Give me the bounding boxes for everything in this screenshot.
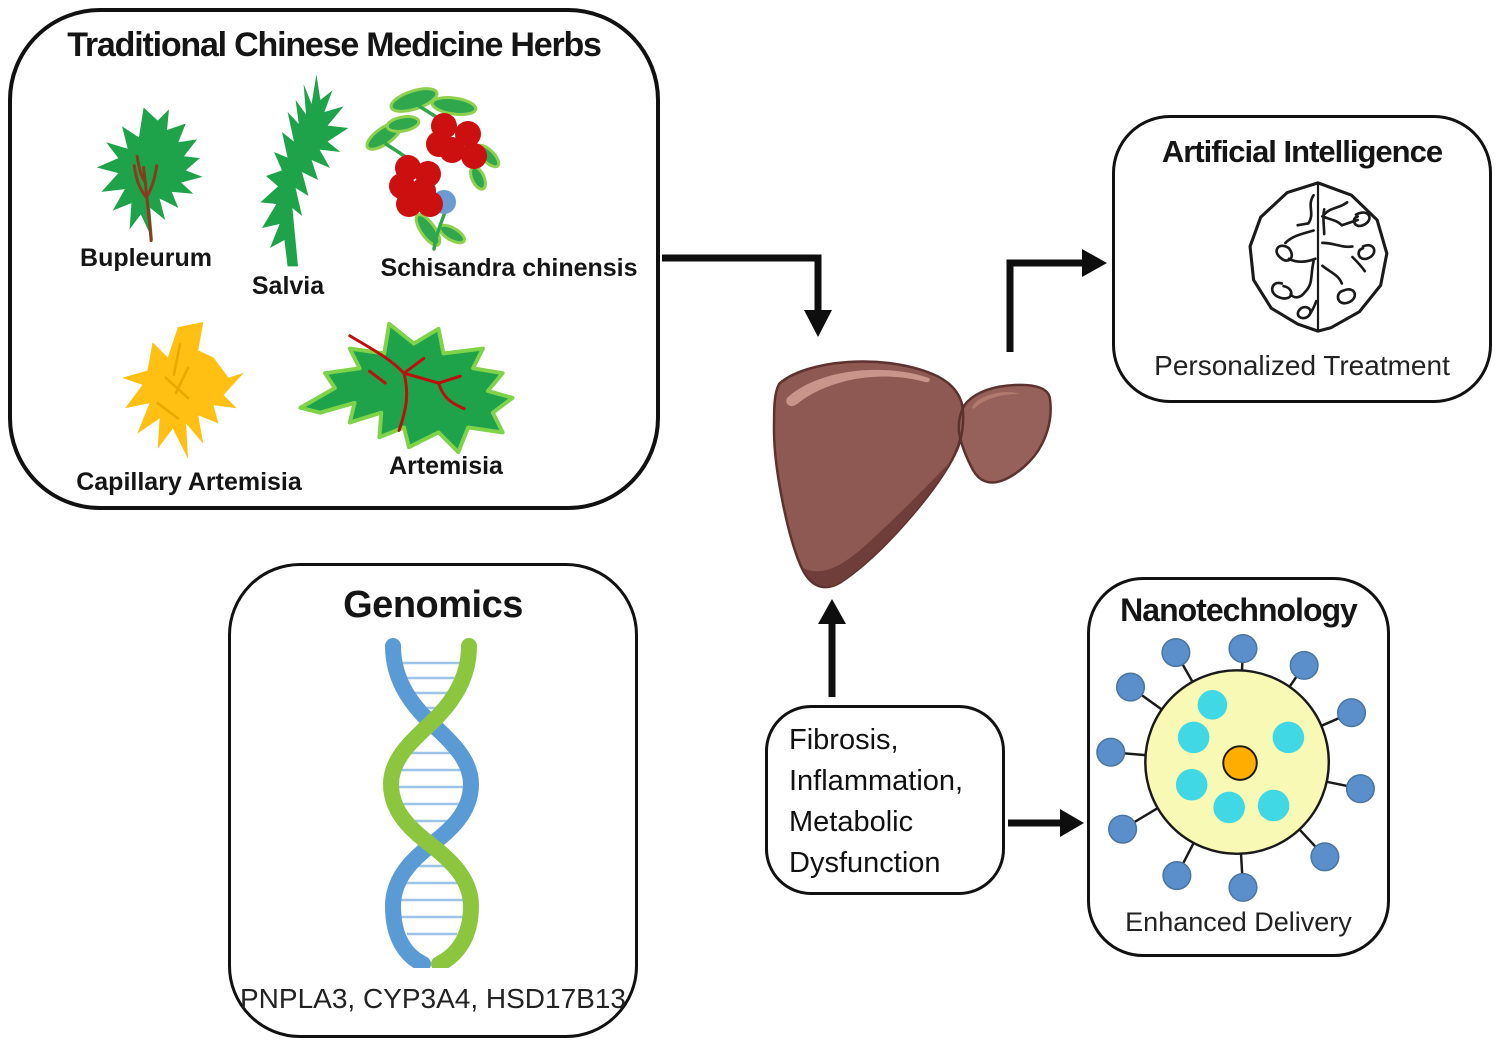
dna-double-helix-icon — [382, 638, 480, 968]
bupleurum-plant-icon — [96, 107, 203, 243]
liver-right-highlight — [972, 391, 1019, 409]
pathology-box: Fibrosis, Inflammation, Metabolic Dysfun… — [765, 705, 1005, 895]
gene-list-text: PNPLA3, CYP3A4, HSD17B13 — [240, 983, 626, 1014]
tcm-panel-title: Traditional Chinese Medicine Herbs — [67, 26, 602, 64]
herb-label-schisandra: Schisandra chinensis — [380, 254, 638, 282]
pathology-line-4: Dysfunction — [789, 847, 941, 879]
core-dot — [1222, 745, 1258, 781]
liver-icon — [772, 360, 1052, 589]
artemisia-leaf-icon — [298, 321, 515, 455]
herb-label-capillary-artemisia: Capillary Artemisia — [76, 468, 302, 496]
capillary-artemisia-root-icon — [122, 322, 244, 459]
dna-blue-strand — [384, 638, 480, 968]
herb-label-bupleurum: Bupleurum — [80, 244, 212, 272]
cargo-dots — [1175, 690, 1305, 824]
pathology-line-1: Fibrosis, — [789, 724, 899, 756]
arrowhead-up — [818, 599, 846, 624]
liver-right-lobe — [957, 383, 1052, 484]
ai-panel-title: Artificial Intelligence — [1161, 134, 1443, 169]
nano-caption: Enhanced Delivery — [1125, 907, 1352, 937]
herb-label-salvia: Salvia — [251, 272, 325, 300]
pathology-line-3: Metabolic — [789, 806, 914, 838]
dna-green-strand — [382, 638, 480, 968]
nano-panel-title: Nanotechnology — [1120, 592, 1358, 628]
herb-label-artemisia: Artemisia — [389, 452, 503, 480]
nanoparticle-icon — [1096, 634, 1375, 902]
ai-caption: Personalized Treatment — [1154, 350, 1450, 381]
arrowhead-right-nano — [1060, 809, 1084, 837]
arrow-herbs-to-liver — [662, 254, 822, 312]
arrowhead-right-ai — [1082, 249, 1107, 277]
ai-brain-icon — [1248, 181, 1389, 333]
nanotechnology-panel: Nanotechnology — [1087, 577, 1390, 957]
schisandra-berries-icon — [365, 87, 501, 251]
artificial-intelligence-panel: Artificial Intelligence — [1112, 115, 1492, 403]
arrow-liver-to-ai — [1006, 259, 1082, 352]
ligand-heads — [1096, 634, 1375, 902]
pathology-line-2: Inflammation, — [789, 765, 964, 797]
genomics-panel: Genomics PNPLA3, CYP3A4, HSD17B13 — [228, 563, 638, 1038]
red-berries — [389, 113, 487, 217]
tcm-herbs-panel: Traditional Chinese Medicine Herbs Buple… — [8, 8, 660, 510]
genomics-panel-title: Genomics — [343, 584, 523, 626]
liver-crease — [954, 403, 965, 453]
salvia-plant-icon — [260, 74, 349, 267]
liver-shadow — [803, 460, 952, 587]
liver-highlight — [786, 369, 930, 407]
arrowhead-down — [804, 310, 832, 337]
